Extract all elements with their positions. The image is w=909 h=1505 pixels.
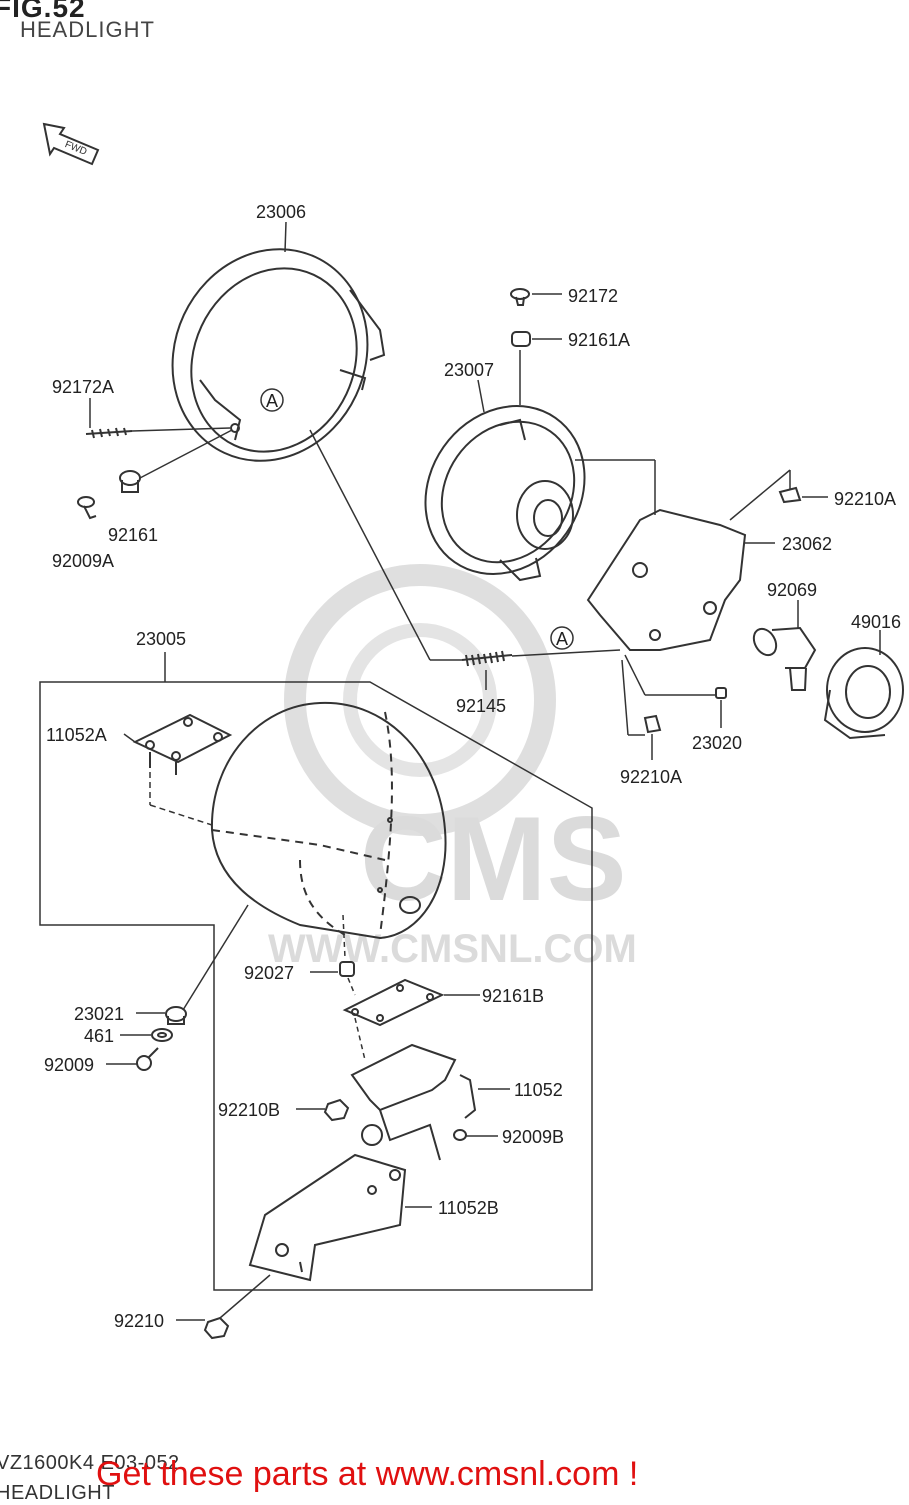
- ref-marker-a-bottom-label: A: [556, 629, 568, 649]
- cap-49016: [823, 647, 904, 740]
- label-23005: 23005: [136, 629, 186, 649]
- label-461: 461: [84, 1026, 114, 1046]
- figure-subtitle: HEADLIGHT: [20, 17, 155, 42]
- washer-461: [151, 1028, 173, 1042]
- label-11052A: 11052A: [46, 725, 107, 745]
- label-92145: 92145: [456, 696, 506, 716]
- footer-subtitle: HEADLIGHT: [0, 1482, 115, 1504]
- grommet-92161: [119, 470, 141, 493]
- watermark-url: WWW.CMSNL.COM: [268, 927, 637, 971]
- label-92009B: 92009B: [502, 1127, 564, 1147]
- headlight-unit: [424, 405, 586, 582]
- label-92210: 92210: [114, 1311, 164, 1331]
- ref-marker-a-top-label: A: [266, 391, 278, 411]
- watermark: CMS WWW.CMSNL.COM: [268, 564, 637, 971]
- label-92009A: 92009A: [52, 551, 114, 571]
- assembly-frame-23005: [39, 681, 593, 1291]
- label-92172A: 92172A: [52, 377, 114, 397]
- bolt-92009A: [77, 496, 97, 520]
- label-11052B: 11052B: [438, 1198, 499, 1218]
- label-11052: 11052: [514, 1080, 563, 1100]
- nut-23020: [715, 687, 727, 699]
- bolt-92009: [136, 1047, 159, 1071]
- clip-92210A-bottom: [643, 714, 662, 734]
- nut-92210B: [323, 1098, 350, 1122]
- screw-92172: [510, 288, 530, 306]
- cta-link[interactable]: Get these parts at www.cmsnl.com !: [96, 1455, 639, 1493]
- nut-23021: [165, 1006, 187, 1025]
- clip-92210A-top: [778, 486, 802, 504]
- label-92009: 92009: [44, 1055, 94, 1075]
- grommet-92161A: [511, 331, 531, 347]
- label-92161: 92161: [108, 525, 158, 545]
- bracket-11052: [350, 1043, 477, 1161]
- plate-11052A: [132, 713, 233, 775]
- label-23007: 23007: [444, 360, 494, 380]
- label-23062: 23062: [782, 534, 832, 554]
- label-92210A-top: 92210A: [834, 489, 896, 509]
- headlight-housing: [210, 701, 447, 940]
- screw-92172A: [85, 427, 133, 439]
- footer-code: VZ1600K4 E03-052: [0, 1452, 180, 1474]
- label-92027: 92027: [244, 963, 294, 983]
- bracket-11052B: [248, 1153, 407, 1282]
- nut-92210: [203, 1316, 230, 1340]
- label-92210A-bottom: 92210A: [620, 767, 682, 787]
- ref-marker-a-bottom: [550, 626, 574, 650]
- spring-92145: [461, 650, 513, 667]
- ref-marker-a-top: [260, 388, 284, 412]
- label-23006: 23006: [256, 202, 306, 222]
- figure-title: FIG.52: [0, 0, 86, 23]
- bolt-92009B: [453, 1129, 467, 1141]
- bulb-92069: [752, 626, 817, 691]
- fwd-arrow-icon: FWD: [42, 122, 100, 166]
- label-92069: 92069: [767, 580, 817, 600]
- label-92172: 92172: [568, 286, 618, 306]
- label-23021: 23021: [74, 1004, 124, 1024]
- label-49016: 49016: [851, 612, 901, 632]
- label-92210B: 92210B: [218, 1100, 280, 1120]
- spacer-92027: [339, 961, 355, 977]
- headlight-rim: [171, 248, 386, 462]
- plate-92161B: [342, 978, 445, 1027]
- bracket-23062: [586, 508, 747, 651]
- label-23020: 23020: [692, 733, 742, 753]
- label-92161B: 92161B: [482, 986, 544, 1006]
- watermark-brand: CMS: [360, 792, 627, 926]
- label-92161A: 92161A: [568, 330, 630, 350]
